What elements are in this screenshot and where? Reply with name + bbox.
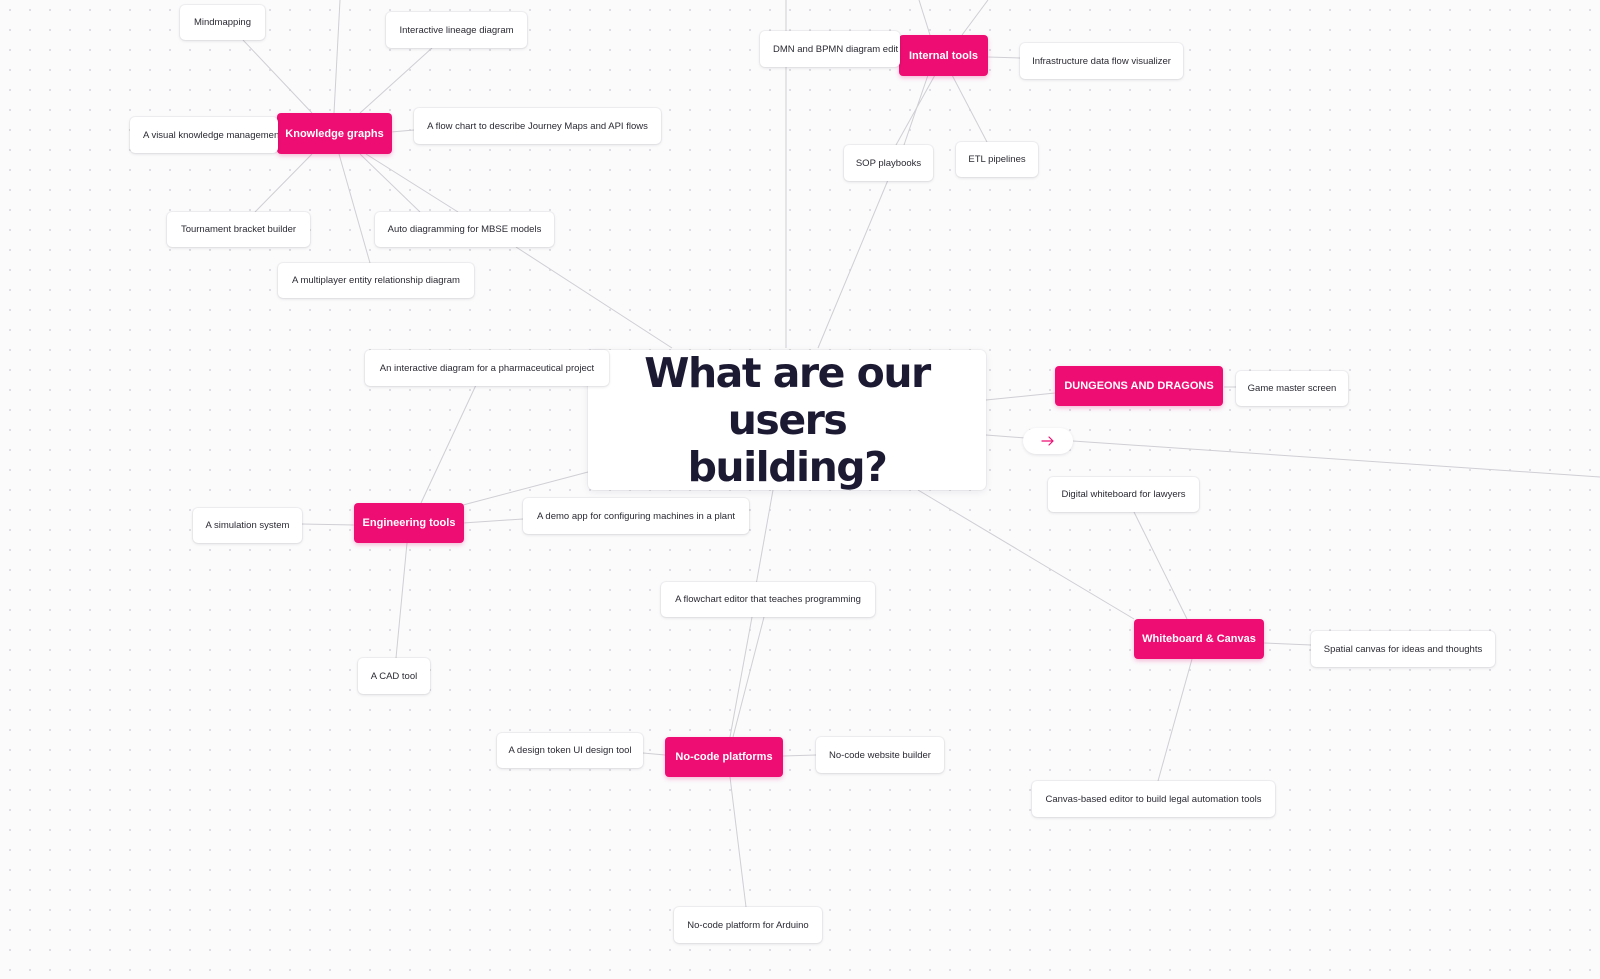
- edge: [951, 74, 988, 143]
- item-game-master[interactable]: Game master screen: [1236, 371, 1348, 406]
- edge: [359, 47, 433, 114]
- hub-knowledge-graphs[interactable]: Knowledge graphs: [277, 113, 392, 154]
- edge: [242, 39, 313, 114]
- edge: [903, 74, 929, 146]
- edge: [1133, 511, 1188, 620]
- edge: [642, 752, 666, 756]
- edge: [1263, 642, 1312, 646]
- edge: [985, 392, 1056, 401]
- edge: [333, 0, 341, 114]
- item-website-builder[interactable]: No-code website builder: [816, 737, 944, 773]
- item-design-token[interactable]: A design token UI design tool: [497, 733, 643, 768]
- item-mbse-models[interactable]: Auto diagramming for MBSE models: [375, 212, 554, 247]
- item-simulation-system[interactable]: A simulation system: [193, 508, 302, 543]
- edge: [729, 616, 753, 738]
- item-visual-knowledge[interactable]: A visual knowledge managemen: [130, 117, 278, 153]
- item-spatial-canvas[interactable]: Spatial canvas for ideas and thoughts: [1311, 631, 1495, 667]
- item-pharma-diagram[interactable]: An interactive diagram for a pharmaceuti…: [365, 350, 609, 386]
- edge: [782, 754, 817, 757]
- item-sop-playbooks[interactable]: SOP playbooks: [844, 145, 933, 181]
- item-lawyers-whiteboard[interactable]: Digital whiteboard for lawyers: [1048, 477, 1199, 512]
- item-multiplayer-erd[interactable]: A multiplayer entity relationship diagra…: [278, 263, 474, 298]
- hub-whiteboard-canvas[interactable]: Whiteboard & Canvas: [1134, 619, 1264, 659]
- hub-dungeons-and-dragons[interactable]: DUNGEONS AND DRAGONS: [1055, 366, 1223, 406]
- arrow-chip[interactable]: [1023, 428, 1073, 454]
- edge: [395, 542, 408, 659]
- edge: [462, 518, 524, 524]
- center-title: What are our users building?: [644, 348, 931, 491]
- item-cad-tool[interactable]: A CAD tool: [358, 658, 430, 694]
- hub-no-code-platforms[interactable]: No-code platforms: [665, 737, 783, 777]
- edge: [918, 0, 931, 36]
- item-mindmapping[interactable]: Mindmapping: [180, 5, 265, 40]
- item-demo-app[interactable]: A demo app for configuring machines in a…: [523, 498, 749, 534]
- edge: [462, 471, 589, 506]
- edge: [1072, 440, 1600, 478]
- edge: [338, 153, 371, 264]
- edge: [254, 153, 313, 213]
- edge: [301, 523, 355, 526]
- arrow-right-icon: [1041, 436, 1054, 446]
- edge: [755, 489, 774, 586]
- edge: [1157, 658, 1193, 782]
- item-flowchart-programming[interactable]: A flowchart editor that teaches programm…: [661, 582, 875, 617]
- item-arduino-platform[interactable]: No-code platform for Arduino: [674, 907, 822, 943]
- item-etl-pipelines[interactable]: ETL pipelines: [956, 142, 1038, 177]
- edge: [515, 246, 673, 349]
- edge: [732, 616, 765, 738]
- edge: [365, 153, 459, 213]
- item-interactive-lineage[interactable]: Interactive lineage diagram: [386, 12, 527, 48]
- item-dmn-bpmn[interactable]: DMN and BPMN diagram edit: [760, 31, 900, 67]
- edge: [817, 179, 889, 349]
- item-tournament-bracket[interactable]: Tournament bracket builder: [167, 212, 310, 247]
- center-card[interactable]: What are our users building?: [588, 348, 986, 491]
- hub-engineering-tools[interactable]: Engineering tools: [354, 503, 464, 543]
- edge: [985, 434, 1026, 439]
- item-infrastructure-flow[interactable]: Infrastructure data flow visualizer: [1020, 43, 1183, 79]
- edge: [987, 56, 1021, 59]
- edge: [729, 776, 747, 908]
- edge: [917, 489, 1135, 620]
- edge: [390, 129, 415, 133]
- hub-internal-tools[interactable]: Internal tools: [899, 35, 988, 76]
- edge: [961, 0, 989, 36]
- edge: [359, 153, 421, 213]
- edge: [420, 384, 477, 504]
- item-journey-maps[interactable]: A flow chart to describe Journey Maps an…: [414, 108, 661, 144]
- item-legal-automation[interactable]: Canvas-based editor to build legal autom…: [1032, 781, 1275, 817]
